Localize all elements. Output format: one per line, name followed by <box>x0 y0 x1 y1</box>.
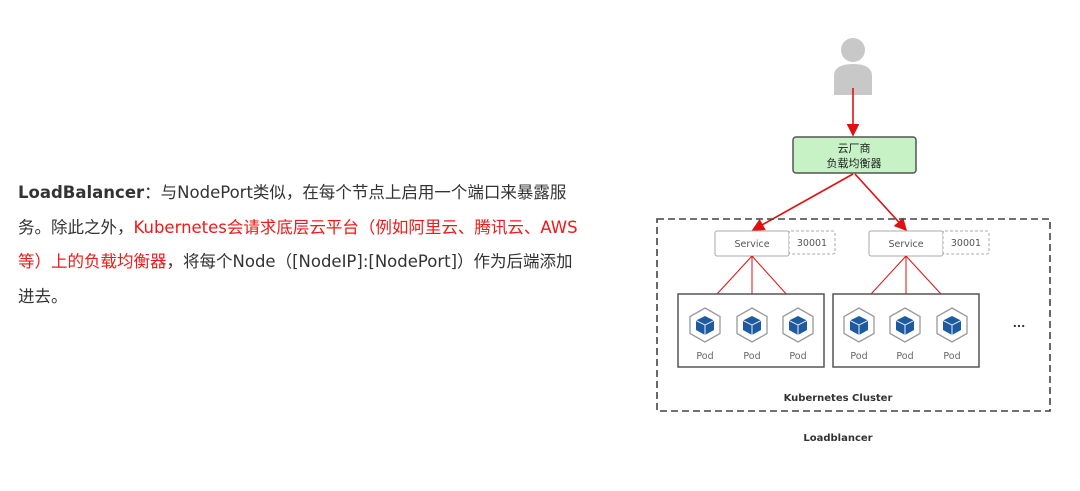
kubernetes-cluster-boundary <box>656 218 1051 412</box>
svg-text:Pod: Pod <box>850 351 867 362</box>
svg-text:云厂商: 云厂商 <box>838 141 871 155</box>
description-paragraph: LoadBalancer：与NodePort类似，在每个节点上启用一个端口来暴露… <box>18 176 588 314</box>
service-1: Service 30001 <box>714 230 836 257</box>
svg-text:Service: Service <box>734 239 769 250</box>
svg-text:Pod: Pod <box>743 351 760 362</box>
svg-text:负载均衡器: 负载均衡器 <box>827 156 882 170</box>
service-2: Service 30001 <box>868 230 990 257</box>
highlighted-text: Kubernetes会请求底层云平台（例如阿里云、腾讯云、AWS等）上的负载均衡… <box>18 217 578 272</box>
cloud-load-balancer: 云厂商 负载均衡器 <box>792 136 917 174</box>
term: LoadBalancer <box>18 183 145 202</box>
pod-6: Pod <box>936 307 968 362</box>
pod-2: Pod <box>736 307 768 362</box>
pod-4: Pod <box>843 307 875 362</box>
diagram-caption: Loadblancer <box>803 433 872 444</box>
pod-3: Pod <box>782 307 814 362</box>
more-nodes-ellipsis: ... <box>1013 317 1026 330</box>
user-icon <box>834 38 872 95</box>
svg-text:30001: 30001 <box>951 238 981 249</box>
svg-text:Pod: Pod <box>896 351 913 362</box>
cluster-label: Kubernetes Cluster <box>784 393 893 404</box>
svg-text:Service: Service <box>888 239 923 250</box>
pod-1: Pod <box>689 307 721 362</box>
svg-text:Pod: Pod <box>696 351 713 362</box>
svg-text:30001: 30001 <box>797 238 827 249</box>
pod-5: Pod <box>889 307 921 362</box>
arrow-lb-to-service-2 <box>854 173 908 232</box>
arrow-lb-to-service-1 <box>751 173 854 231</box>
svg-text:Pod: Pod <box>943 351 960 362</box>
text-part-2: ，将每个Node（[NodeIP]:[NodePort]）作为后端添加进去。 <box>18 252 573 306</box>
text-part-1: ：与NodePort类似，在每个节点上启用一个端口来暴露服务。除此之外， <box>18 183 567 237</box>
svg-text:Pod: Pod <box>789 351 806 362</box>
